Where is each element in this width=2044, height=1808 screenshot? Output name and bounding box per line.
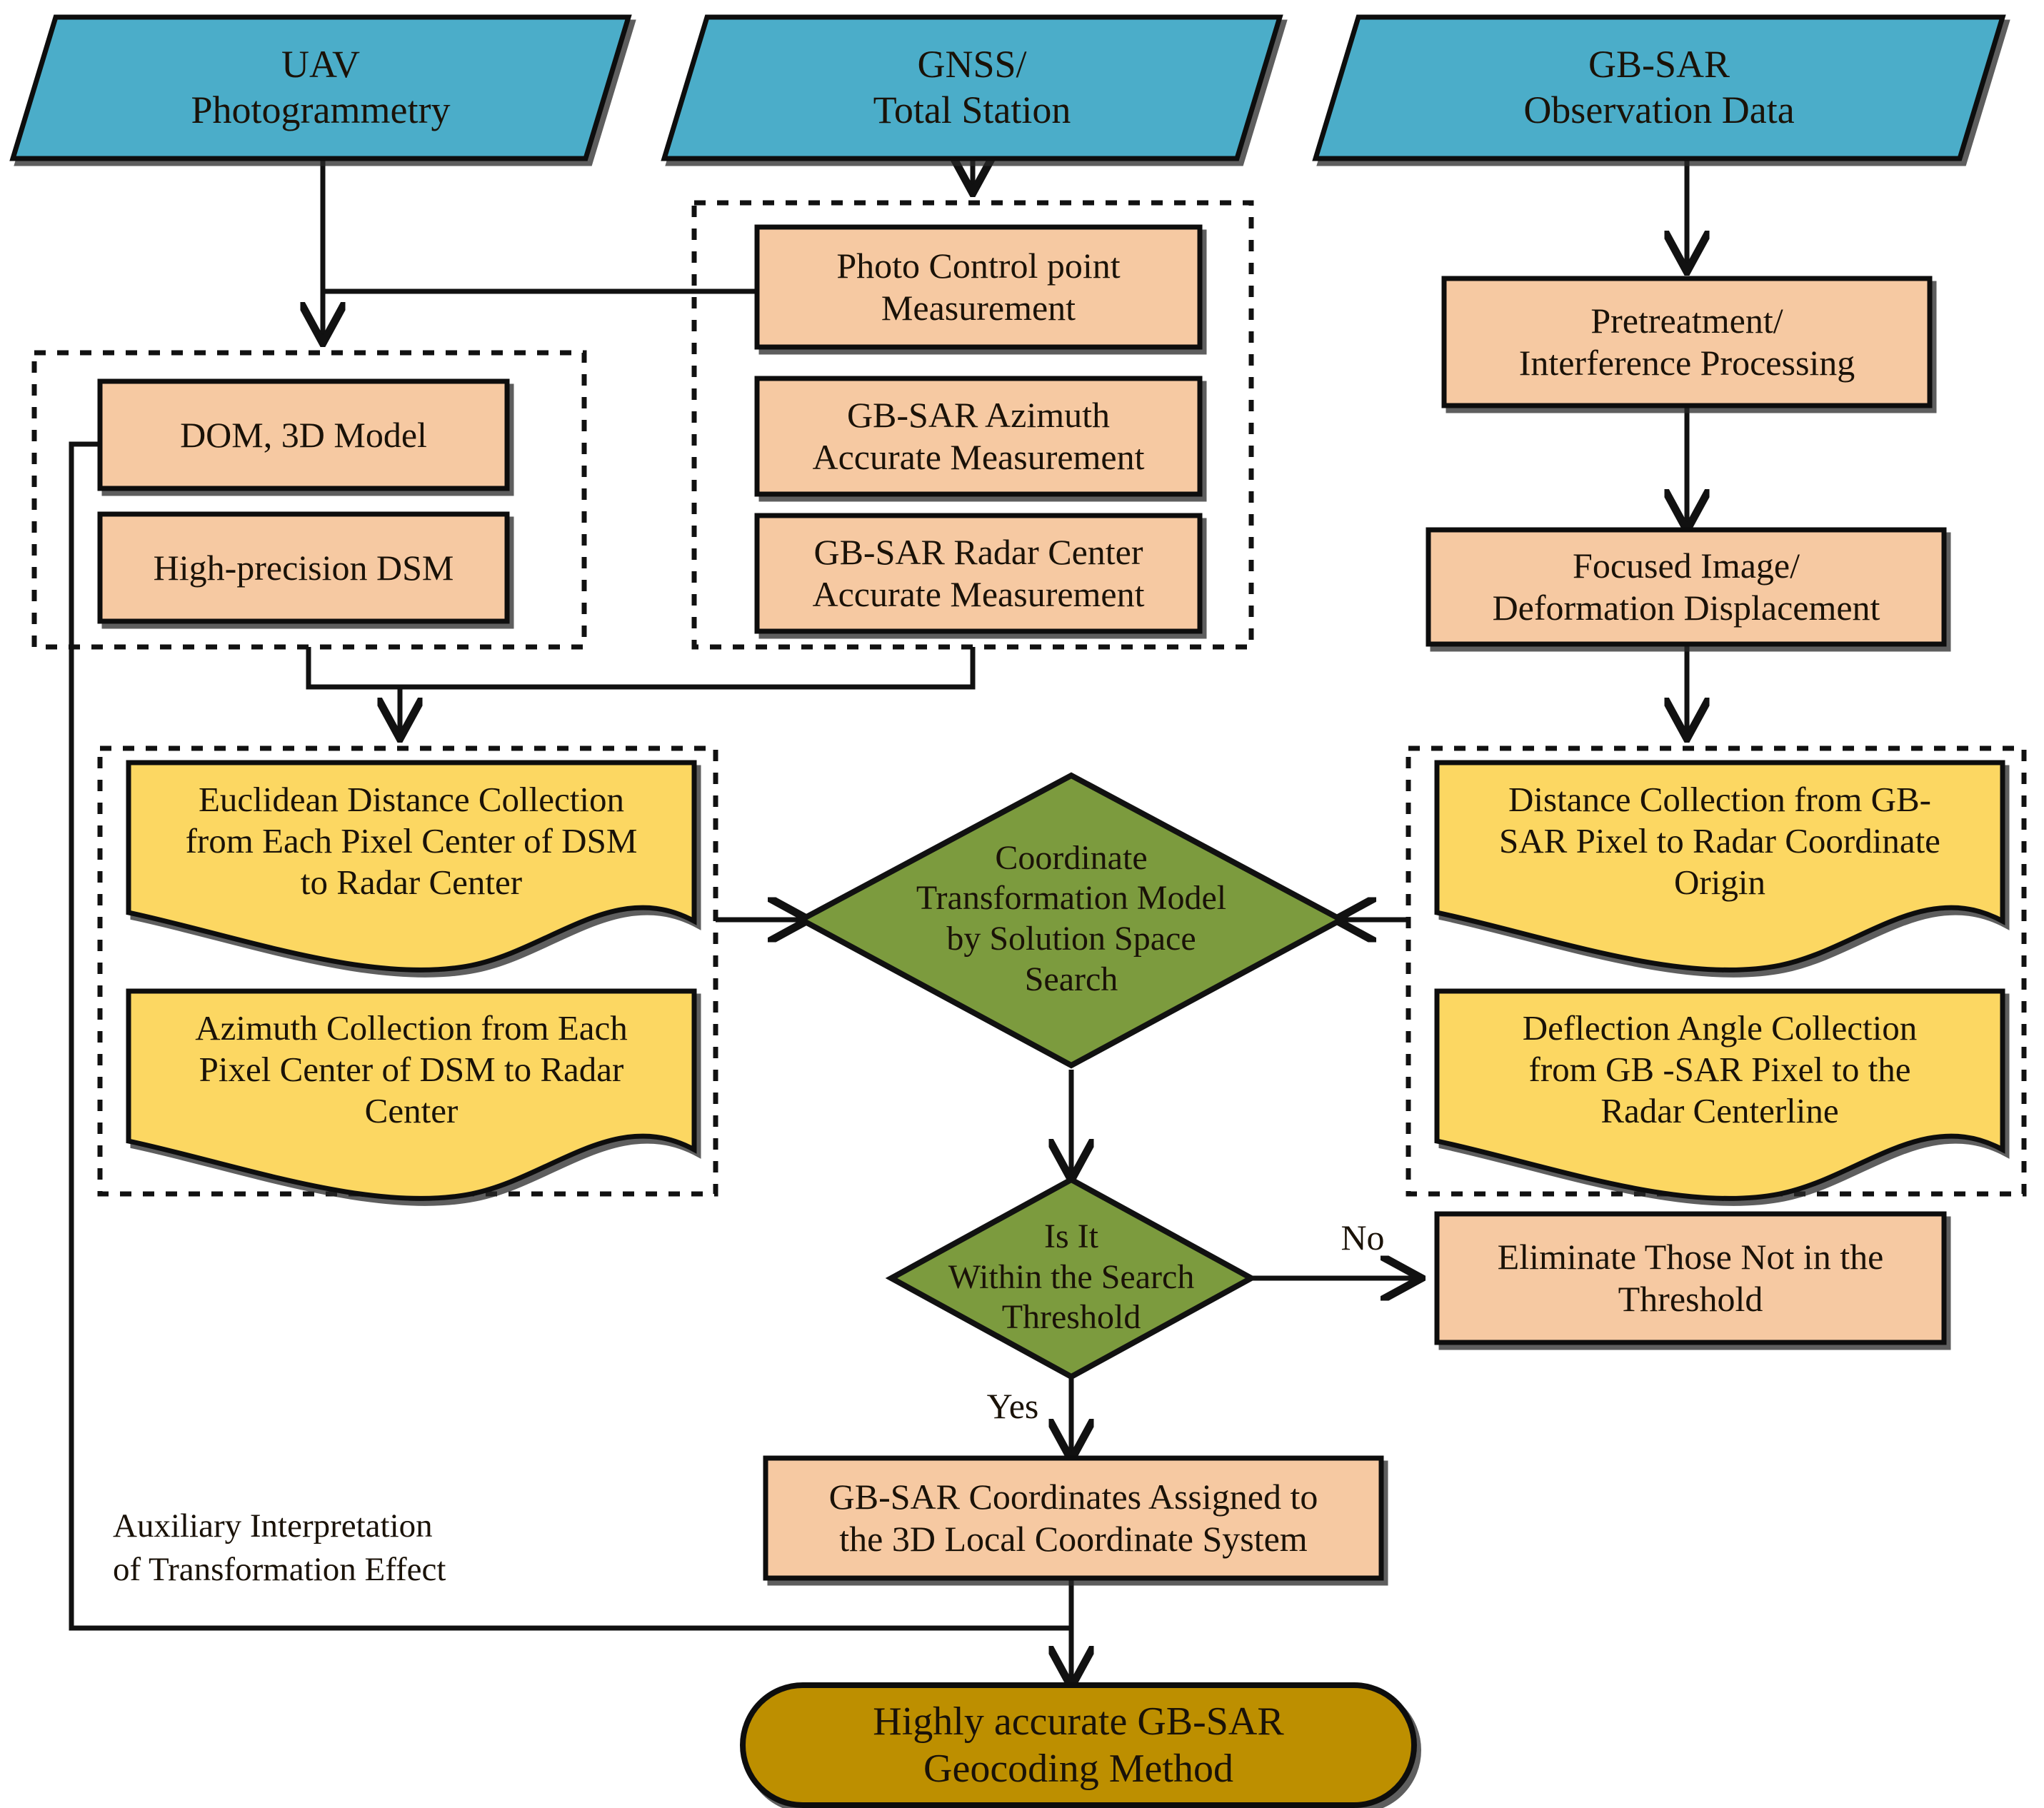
decision-threshold[interactable] <box>885 1176 1258 1380</box>
group-uav-products <box>31 350 587 650</box>
process-eliminate[interactable] <box>1434 1211 1947 1345</box>
process-azimuth[interactable] <box>754 376 1203 497</box>
source-uav[interactable] <box>9 14 632 161</box>
process-pcp[interactable] <box>754 224 1203 350</box>
document-deflection-collection[interactable] <box>1434 988 2005 1201</box>
process-dsm[interactable] <box>97 511 510 624</box>
process-pretreatment[interactable] <box>1441 276 1933 408</box>
decision-coordinate-transformation[interactable] <box>795 772 1348 1069</box>
process-radarcenter[interactable] <box>754 513 1203 634</box>
source-gnss[interactable] <box>661 14 1283 161</box>
process-dom[interactable] <box>97 378 510 491</box>
terminator-result[interactable] <box>740 1682 1417 1808</box>
process-focused[interactable] <box>1426 527 1947 647</box>
document-azimuth-collection[interactable] <box>126 988 697 1201</box>
group-dsm-collections <box>97 745 718 1197</box>
source-gbsar[interactable] <box>1312 14 2006 161</box>
group-sar-collections <box>1406 745 2027 1197</box>
document-euclidean[interactable] <box>126 760 697 973</box>
document-distance-collection[interactable] <box>1434 760 2005 973</box>
edge-products-join-down <box>306 647 976 690</box>
process-assigned[interactable] <box>763 1455 1384 1581</box>
